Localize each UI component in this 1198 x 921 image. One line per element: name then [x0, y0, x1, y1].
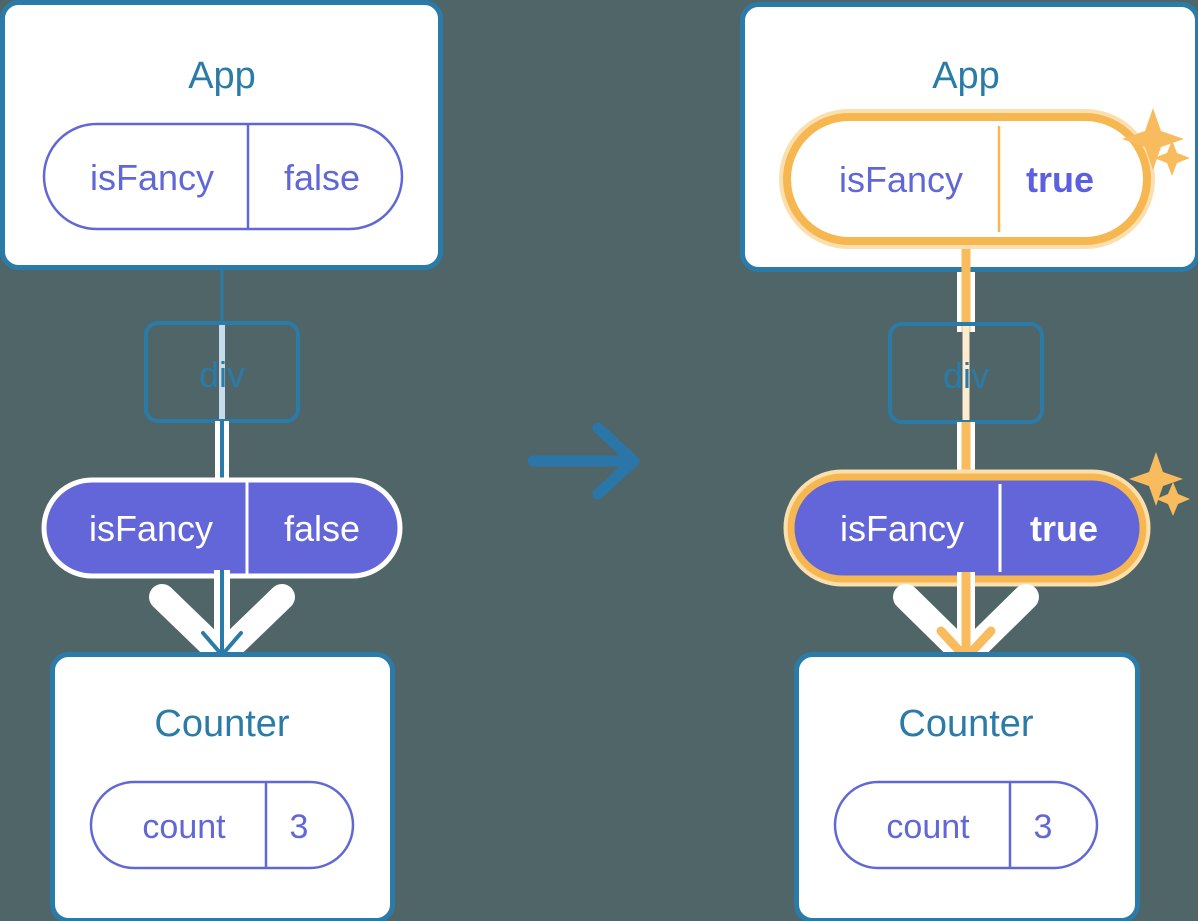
counter-pill-before: [89, 780, 355, 870]
app-pill-before: [42, 122, 404, 231]
props-pill-ring-after: [787, 473, 1147, 583]
app-pill-ring-after: [783, 113, 1151, 245]
arrow-right-icon: [527, 422, 640, 500]
sparkle-icon-app-after: [1122, 108, 1190, 176]
counter-pill-after: [833, 780, 1099, 870]
sparkle-icon-props-after: [1129, 452, 1190, 516]
